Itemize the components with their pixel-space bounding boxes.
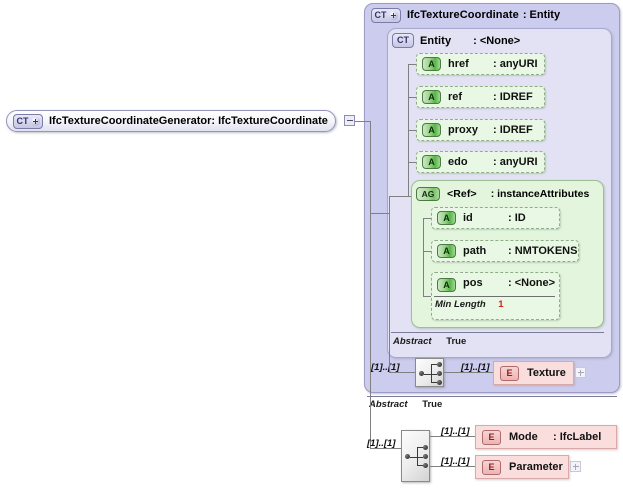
attribute-type: : NMTOKENS <box>508 245 578 257</box>
root-badge-icon: CT <box>13 113 43 129</box>
complextype-header-ifctexturecoordinate: CT IfcTextureCoordinate : Entity <box>371 6 560 24</box>
attribute-name: proxy <box>448 124 478 136</box>
root-branch-basetype-arm <box>389 196 408 197</box>
abstract-row-base: Abstract True <box>369 399 442 410</box>
cardinality-mode: [1]..[1] <box>441 426 470 437</box>
facet-min-length: Min Length 1 <box>435 299 504 310</box>
attribute-badge-icon: A <box>437 278 456 292</box>
cardinality-parameter: [1]..[1] <box>441 456 470 467</box>
ag-branch-id <box>423 218 433 219</box>
entity-branch-href <box>408 64 418 65</box>
entity-branch-ref <box>408 97 418 98</box>
abstract-value: True <box>422 399 443 410</box>
element-name: Parameter <box>509 461 563 473</box>
attribute-name: ref <box>448 91 463 103</box>
sequence-icon-root[interactable] <box>401 430 430 482</box>
attribute-row-proxy[interactable]: A proxy : IDREF <box>416 119 545 141</box>
element-type: : IfcLabel <box>553 431 602 443</box>
attribute-row-ref[interactable]: A ref : IDREF <box>416 86 545 108</box>
attribute-badge-icon: A <box>437 211 456 225</box>
connector-base-seq-texture <box>444 372 493 373</box>
element-badge-icon: E <box>482 429 501 445</box>
entity-type: : <None> <box>473 34 521 47</box>
attribute-badge-icon: A <box>422 90 441 104</box>
facet-name: Min Length <box>435 299 486 310</box>
attribute-badge-icon: A <box>437 244 456 258</box>
attribute-name: edo <box>448 156 468 168</box>
attribute-type: : anyURI <box>493 58 538 70</box>
connector-root-seq-parameter <box>430 466 475 467</box>
complextype-badge-icon-entity: CT <box>392 33 414 48</box>
connector-root-seq-mode <box>430 436 475 437</box>
attribute-type: : IDREF <box>493 91 533 103</box>
attribute-name: id <box>463 212 473 224</box>
complextype-type: : Entity <box>522 9 561 21</box>
entity-branch-proxy <box>408 130 418 131</box>
attribute-name: pos <box>463 277 483 289</box>
facet-divider <box>434 296 555 297</box>
expander-texture[interactable] <box>575 367 586 378</box>
attribute-group-rail <box>423 218 424 296</box>
attribute-row-edo[interactable]: A edo : anyURI <box>416 151 545 173</box>
cardinality-base-sequence: [1]..[1] <box>371 362 400 373</box>
attribute-type: : ID <box>508 212 526 224</box>
expander-parameter[interactable] <box>570 461 581 472</box>
ag-branch-pos <box>423 296 433 297</box>
cardinality-texture: [1]..[1] <box>461 362 490 373</box>
ag-branch-path <box>423 251 433 252</box>
complextype-header-entity: CT Entity : <None> <box>392 32 520 49</box>
root-rail <box>370 121 371 448</box>
element-mode[interactable]: E Mode : IfcLabel <box>475 425 617 449</box>
root-branch-basetype-riser <box>389 196 390 214</box>
root-stub <box>355 121 371 122</box>
element-texture[interactable]: E Texture <box>493 361 574 385</box>
attribute-type: : <None> <box>508 277 556 289</box>
attribute-badge-icon: A <box>422 57 441 71</box>
attribute-row-href[interactable]: A href : anyURI <box>416 53 545 75</box>
abstract-label: Abstract <box>393 336 432 347</box>
element-parameter[interactable]: E Parameter <box>475 455 569 479</box>
attribute-group-type: : instanceAttributes <box>490 188 590 200</box>
attribute-type: : IDREF <box>493 124 533 136</box>
root-complextype-box[interactable]: CT IfcTextureCoordinateGenerator : IfcTe… <box>6 110 336 132</box>
root-branch-basetype <box>370 213 390 214</box>
element-badge-icon: E <box>482 459 501 475</box>
facet-value: 1 <box>498 299 504 310</box>
attribute-badge-icon: A <box>422 123 441 137</box>
sequence-icon-base[interactable] <box>415 358 444 387</box>
root-name: IfcTextureCoordinateGenerator <box>49 115 212 127</box>
abstract-value: True <box>446 336 467 347</box>
attribute-badge-icon: A <box>422 155 441 169</box>
abstract-divider-base <box>367 396 617 397</box>
expander-root[interactable] <box>344 115 355 126</box>
attribute-type: : anyURI <box>493 156 538 168</box>
root-branch-baseseq-riser <box>389 213 390 372</box>
root-type: : IfcTextureCoordinate <box>211 115 328 127</box>
root-branch-sequence <box>370 448 401 449</box>
abstract-divider-entity <box>391 332 604 333</box>
abstract-label: Abstract <box>369 399 408 410</box>
root-branch-baseseq-arm <box>389 372 415 373</box>
attribute-group-header: AG <Ref> : instanceAttributes <box>416 186 589 202</box>
element-name: Mode <box>509 431 538 443</box>
abstract-row-entity: Abstract True <box>393 336 466 347</box>
complextype-name: IfcTextureCoordinate <box>407 9 519 21</box>
entity-name: Entity <box>420 34 452 47</box>
element-name: Texture <box>527 367 566 379</box>
attribute-name: href <box>448 58 469 70</box>
attribute-group-badge-icon: AG <box>416 187 440 201</box>
attribute-row-path[interactable]: A path : NMTOKENS <box>431 240 579 262</box>
attribute-group-name: <Ref> <box>447 188 477 200</box>
cardinality-root-sequence: [1]..[1] <box>367 438 396 449</box>
attribute-row-id[interactable]: A id : ID <box>431 207 560 229</box>
complextype-badge-icon: CT <box>371 7 401 23</box>
entity-branch-edo <box>408 162 418 163</box>
element-badge-icon: E <box>500 365 519 381</box>
attribute-name: path <box>463 245 487 257</box>
